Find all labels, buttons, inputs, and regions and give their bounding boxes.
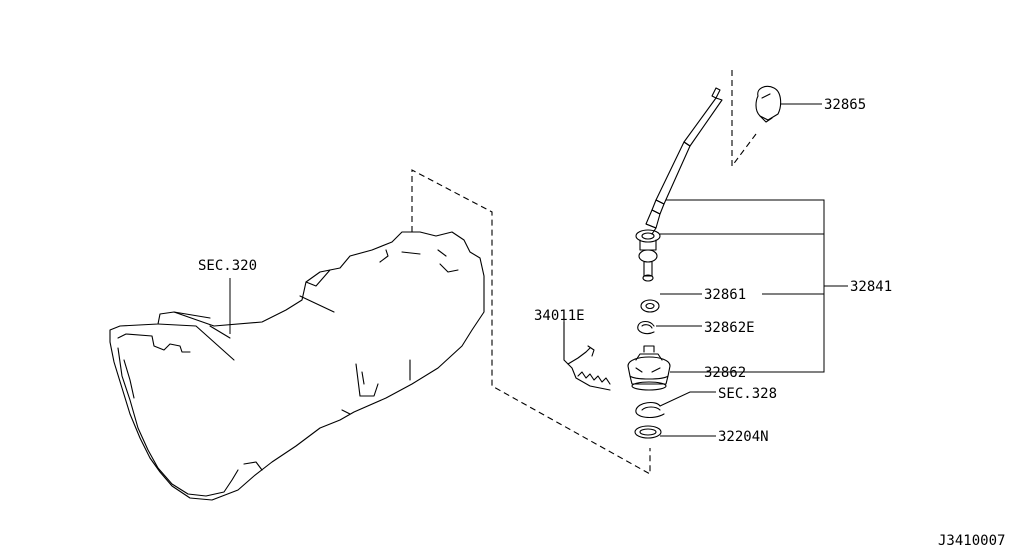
label-32862e: 32862E	[704, 320, 755, 336]
label-sec328: SEC.328	[718, 386, 777, 402]
shift-lever	[635, 87, 723, 282]
harness-34011e	[563, 321, 611, 391]
knob-phantom-outline	[731, 70, 757, 168]
label-sec320: SEC.320	[198, 258, 257, 274]
label-34011e: 34011E	[534, 308, 585, 324]
leader-sec328	[659, 391, 716, 407]
clip-32862e	[637, 320, 655, 335]
snap-ring-32204n	[634, 425, 662, 439]
snap-ring-sec328	[635, 401, 665, 419]
leader-lines	[229, 103, 848, 437]
label-32862: 32862	[704, 365, 746, 381]
label-32204n: 32204N	[718, 429, 769, 445]
diagram-id-code: J3410007	[938, 533, 1005, 549]
boot-32862	[627, 345, 671, 391]
label-32861: 32861	[704, 287, 746, 303]
transmission-assembly	[109, 231, 485, 501]
shift-knob	[755, 85, 782, 123]
label-32865: 32865	[824, 97, 866, 113]
phantom-outline	[411, 169, 651, 475]
bushing-32861	[640, 299, 660, 313]
leader-32841-bracket	[666, 199, 825, 373]
label-32841: 32841	[850, 279, 892, 295]
